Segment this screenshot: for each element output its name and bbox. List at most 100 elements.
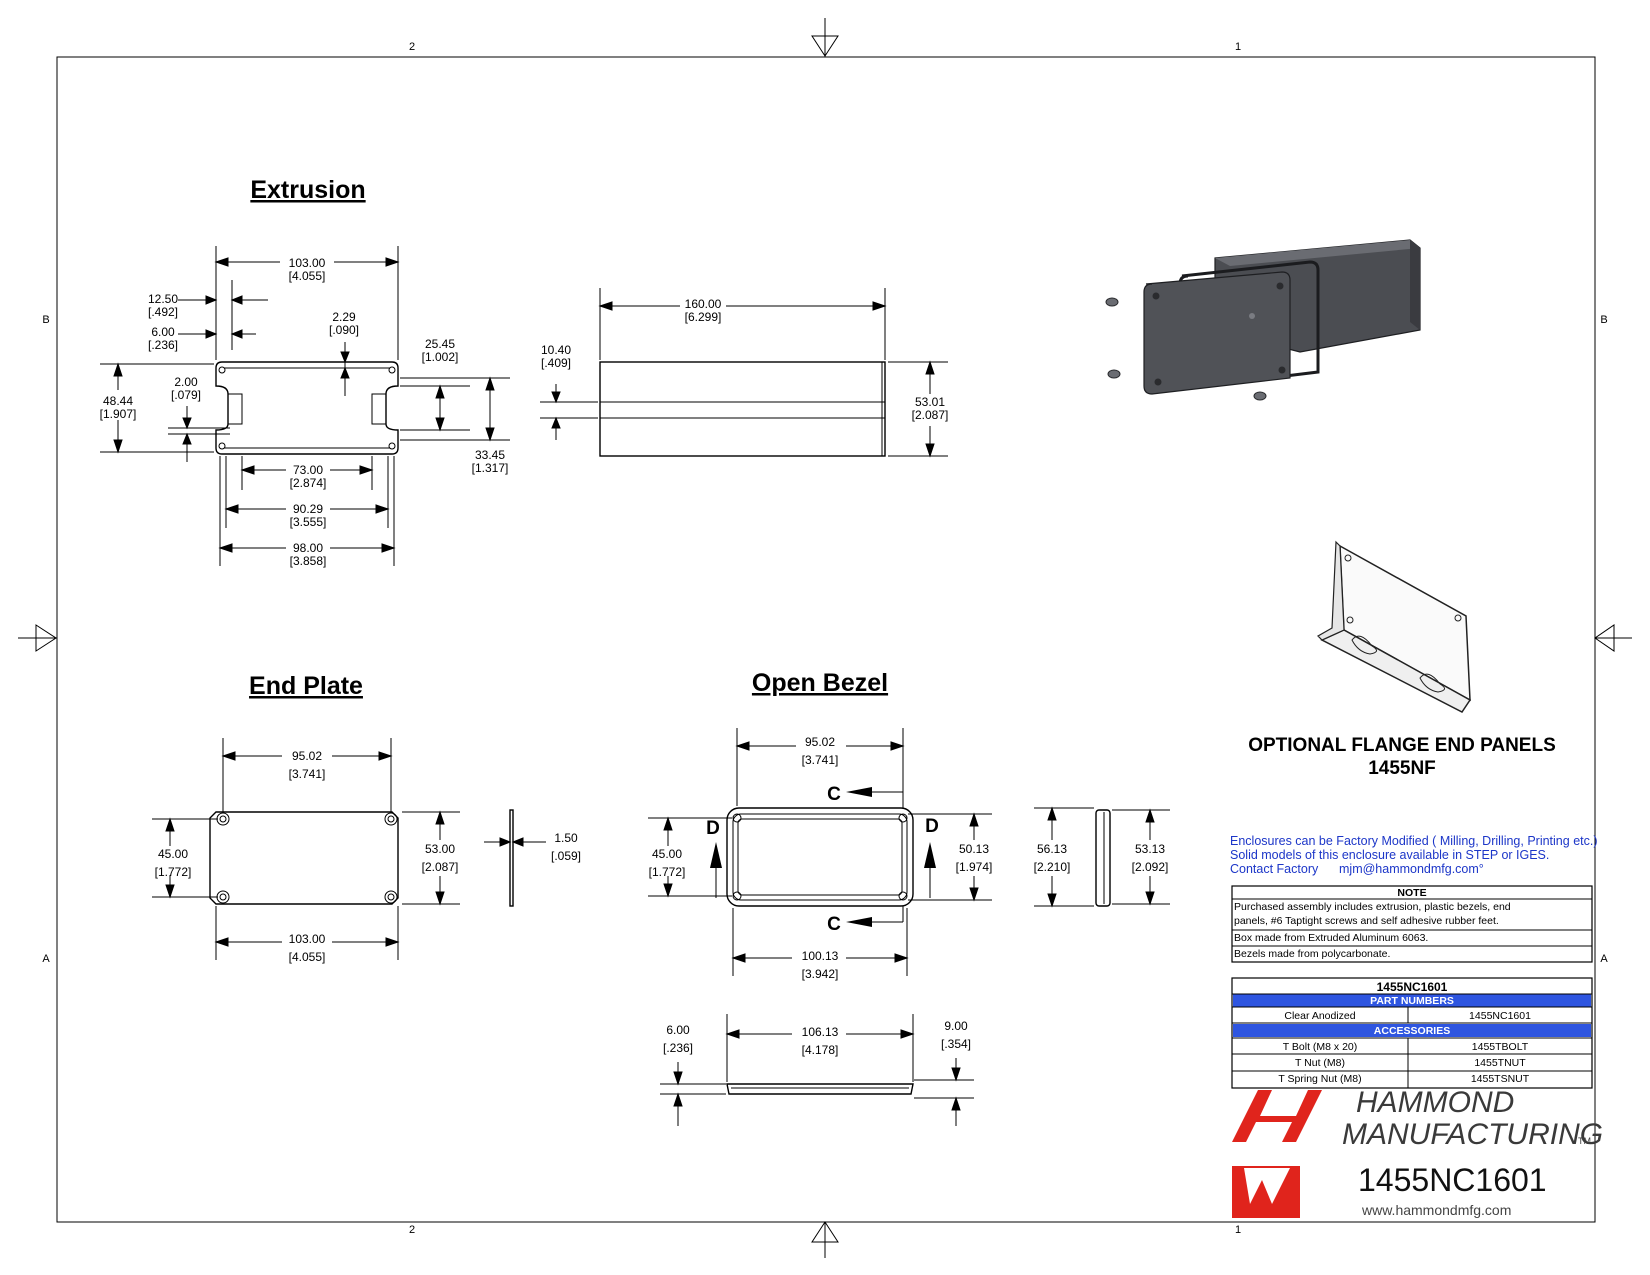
sheet-border	[56, 56, 1596, 1223]
svg-text:[1.317]: [1.317]	[472, 461, 509, 475]
svg-text:25.45: 25.45	[425, 337, 455, 351]
svg-text:NOTE: NOTE	[1397, 887, 1426, 899]
extrusion-dim-labels: 103.00[4.055] 12.50[.492] 6.00[.236] 2.2…	[100, 256, 509, 568]
svg-text:95.02: 95.02	[292, 749, 322, 763]
info-contact-label: Contact Factory	[1230, 862, 1319, 876]
side-view-dimensions	[540, 288, 948, 458]
side-view-dim-labels: 160.00[6.299] 10.40[.409] 53.01[2.087]	[541, 297, 948, 422]
info-contact-email: mjm@hammondmfg.com°	[1339, 862, 1484, 876]
svg-text:98.00: 98.00	[293, 541, 323, 555]
svg-text:[.236]: [.236]	[663, 1041, 693, 1055]
part-numbers-header: PART NUMBERS	[1370, 995, 1454, 1007]
bezel-bottom	[726, 1083, 914, 1095]
svg-text:[4.055]: [4.055]	[289, 950, 326, 964]
brand-hammond: HAMMOND	[1356, 1086, 1514, 1119]
bezel-dimensions	[648, 728, 1170, 1126]
svg-text:106.13: 106.13	[802, 1025, 839, 1039]
svg-text:10.40: 10.40	[541, 343, 571, 357]
svg-text:50.13: 50.13	[959, 842, 989, 856]
svg-text:90.29: 90.29	[293, 502, 323, 516]
svg-text:[2.210]: [2.210]	[1034, 860, 1071, 874]
flange-panel-image	[1317, 540, 1472, 713]
svg-text:6.00: 6.00	[151, 325, 175, 339]
notes-table: NOTE Purchased assembly includes extrusi…	[1231, 885, 1593, 963]
svg-text:2.00: 2.00	[174, 375, 198, 389]
hammond-logo	[1232, 1090, 1322, 1218]
svg-text:[3.741]: [3.741]	[289, 767, 326, 781]
brand-tm: TM	[1578, 1136, 1591, 1146]
svg-text:[3.741]: [3.741]	[802, 753, 839, 767]
zone-top-right: 1	[1235, 41, 1241, 53]
svg-text:[1.974]: [1.974]	[956, 860, 993, 874]
svg-text:[4.055]: [4.055]	[289, 269, 326, 283]
accessory-number: 1455TBOLT	[1472, 1041, 1529, 1053]
brand-url: www.hammondmfg.com	[1361, 1202, 1511, 1218]
svg-text:33.45: 33.45	[475, 448, 505, 462]
svg-text:[2.087]: [2.087]	[912, 408, 949, 422]
svg-text:[3.858]: [3.858]	[290, 554, 327, 568]
svg-text:[3.942]: [3.942]	[802, 967, 839, 981]
svg-text:[3.555]: [3.555]	[290, 515, 327, 529]
svg-text:[.090]: [.090]	[329, 323, 359, 337]
info-line-1: Enclosures can be Factory Modified ( Mil…	[1230, 834, 1598, 848]
end-plate-dimensions	[152, 738, 546, 960]
svg-text:Purchased assembly includes ex: Purchased assembly includes extrusion, p…	[1234, 901, 1511, 913]
svg-text:[.354]: [.354]	[941, 1037, 971, 1051]
accessory-number: 1455TSNUT	[1471, 1073, 1530, 1085]
extrusion-dimensions	[100, 246, 510, 566]
extrusion-profile	[215, 361, 399, 455]
zone-left-upper: B	[42, 314, 49, 326]
zone-right-upper: B	[1600, 314, 1607, 326]
center-marks	[18, 18, 1632, 1258]
bezel-side	[1095, 809, 1111, 907]
svg-text:Bezels made from polycarbonate: Bezels made from polycarbonate.	[1234, 948, 1390, 960]
svg-text:[1.907]: [1.907]	[100, 407, 137, 421]
accessories-header-band	[1233, 1024, 1591, 1037]
svg-text:6.00: 6.00	[666, 1023, 690, 1037]
svg-text:[.236]: [.236]	[148, 338, 178, 352]
part-number: 1455NC1601	[1469, 1010, 1531, 1022]
svg-text:[2.087]: [2.087]	[422, 860, 459, 874]
end-plate-side	[509, 809, 514, 907]
part-header-band	[1233, 994, 1591, 1007]
title-open-bezel: Open Bezel	[752, 669, 888, 697]
svg-text:[2.092]: [2.092]	[1132, 860, 1169, 874]
svg-text:45.00: 45.00	[158, 847, 188, 861]
accessory-name: T Spring Nut (M8)	[1278, 1073, 1361, 1085]
accessory-name: T Nut (M8)	[1295, 1057, 1345, 1069]
svg-text:73.00: 73.00	[293, 463, 323, 477]
end-plate-front	[209, 811, 399, 905]
title-extrusion: Extrusion	[250, 176, 365, 204]
flange-title-line1: OPTIONAL FLANGE END PANELS	[1248, 735, 1556, 756]
svg-text:[2.874]: [2.874]	[290, 476, 327, 490]
svg-text:56.13: 56.13	[1037, 842, 1067, 856]
svg-text:[.409]: [.409]	[541, 356, 571, 370]
svg-text:[4.178]: [4.178]	[802, 1043, 839, 1057]
svg-text:103.00: 103.00	[289, 256, 326, 270]
parts-table: 1455NC1601 PART NUMBERS Clear Anodized 1…	[1231, 977, 1593, 1089]
svg-text:53.00: 53.00	[425, 842, 455, 856]
svg-text:48.44: 48.44	[103, 394, 133, 408]
svg-text:53.01: 53.01	[915, 395, 945, 409]
zone-top-left: 2	[409, 41, 415, 53]
accessory-name: T Bolt (M8 x 20)	[1283, 1041, 1358, 1053]
svg-text:100.13: 100.13	[802, 949, 839, 963]
svg-text:[.079]: [.079]	[171, 388, 201, 402]
flange-title-line2: 1455NF	[1368, 758, 1436, 779]
section-c-top: C	[827, 784, 841, 805]
brand-manufacturing: MANUFACTURING	[1342, 1118, 1603, 1151]
svg-text:9.00: 9.00	[944, 1019, 968, 1033]
parts-table-title: 1455NC1601	[1377, 980, 1448, 994]
svg-text:160.00: 160.00	[685, 297, 722, 311]
svg-text:[1.002]: [1.002]	[422, 350, 459, 364]
svg-text:[1.772]: [1.772]	[155, 865, 192, 879]
accessories-header: ACCESSORIES	[1374, 1025, 1450, 1037]
end-plate-dim-labels: 95.02 [3.741] 45.00 [1.772] 53.00 [2.087] 1…	[155, 749, 581, 964]
svg-text:95.02: 95.02	[805, 735, 835, 749]
svg-text:1.50: 1.50	[554, 831, 578, 845]
svg-text:2.29: 2.29	[332, 310, 356, 324]
section-d-left: D	[706, 818, 720, 839]
section-c-bottom: C	[827, 914, 841, 935]
title-end-plate: End Plate	[249, 672, 363, 700]
